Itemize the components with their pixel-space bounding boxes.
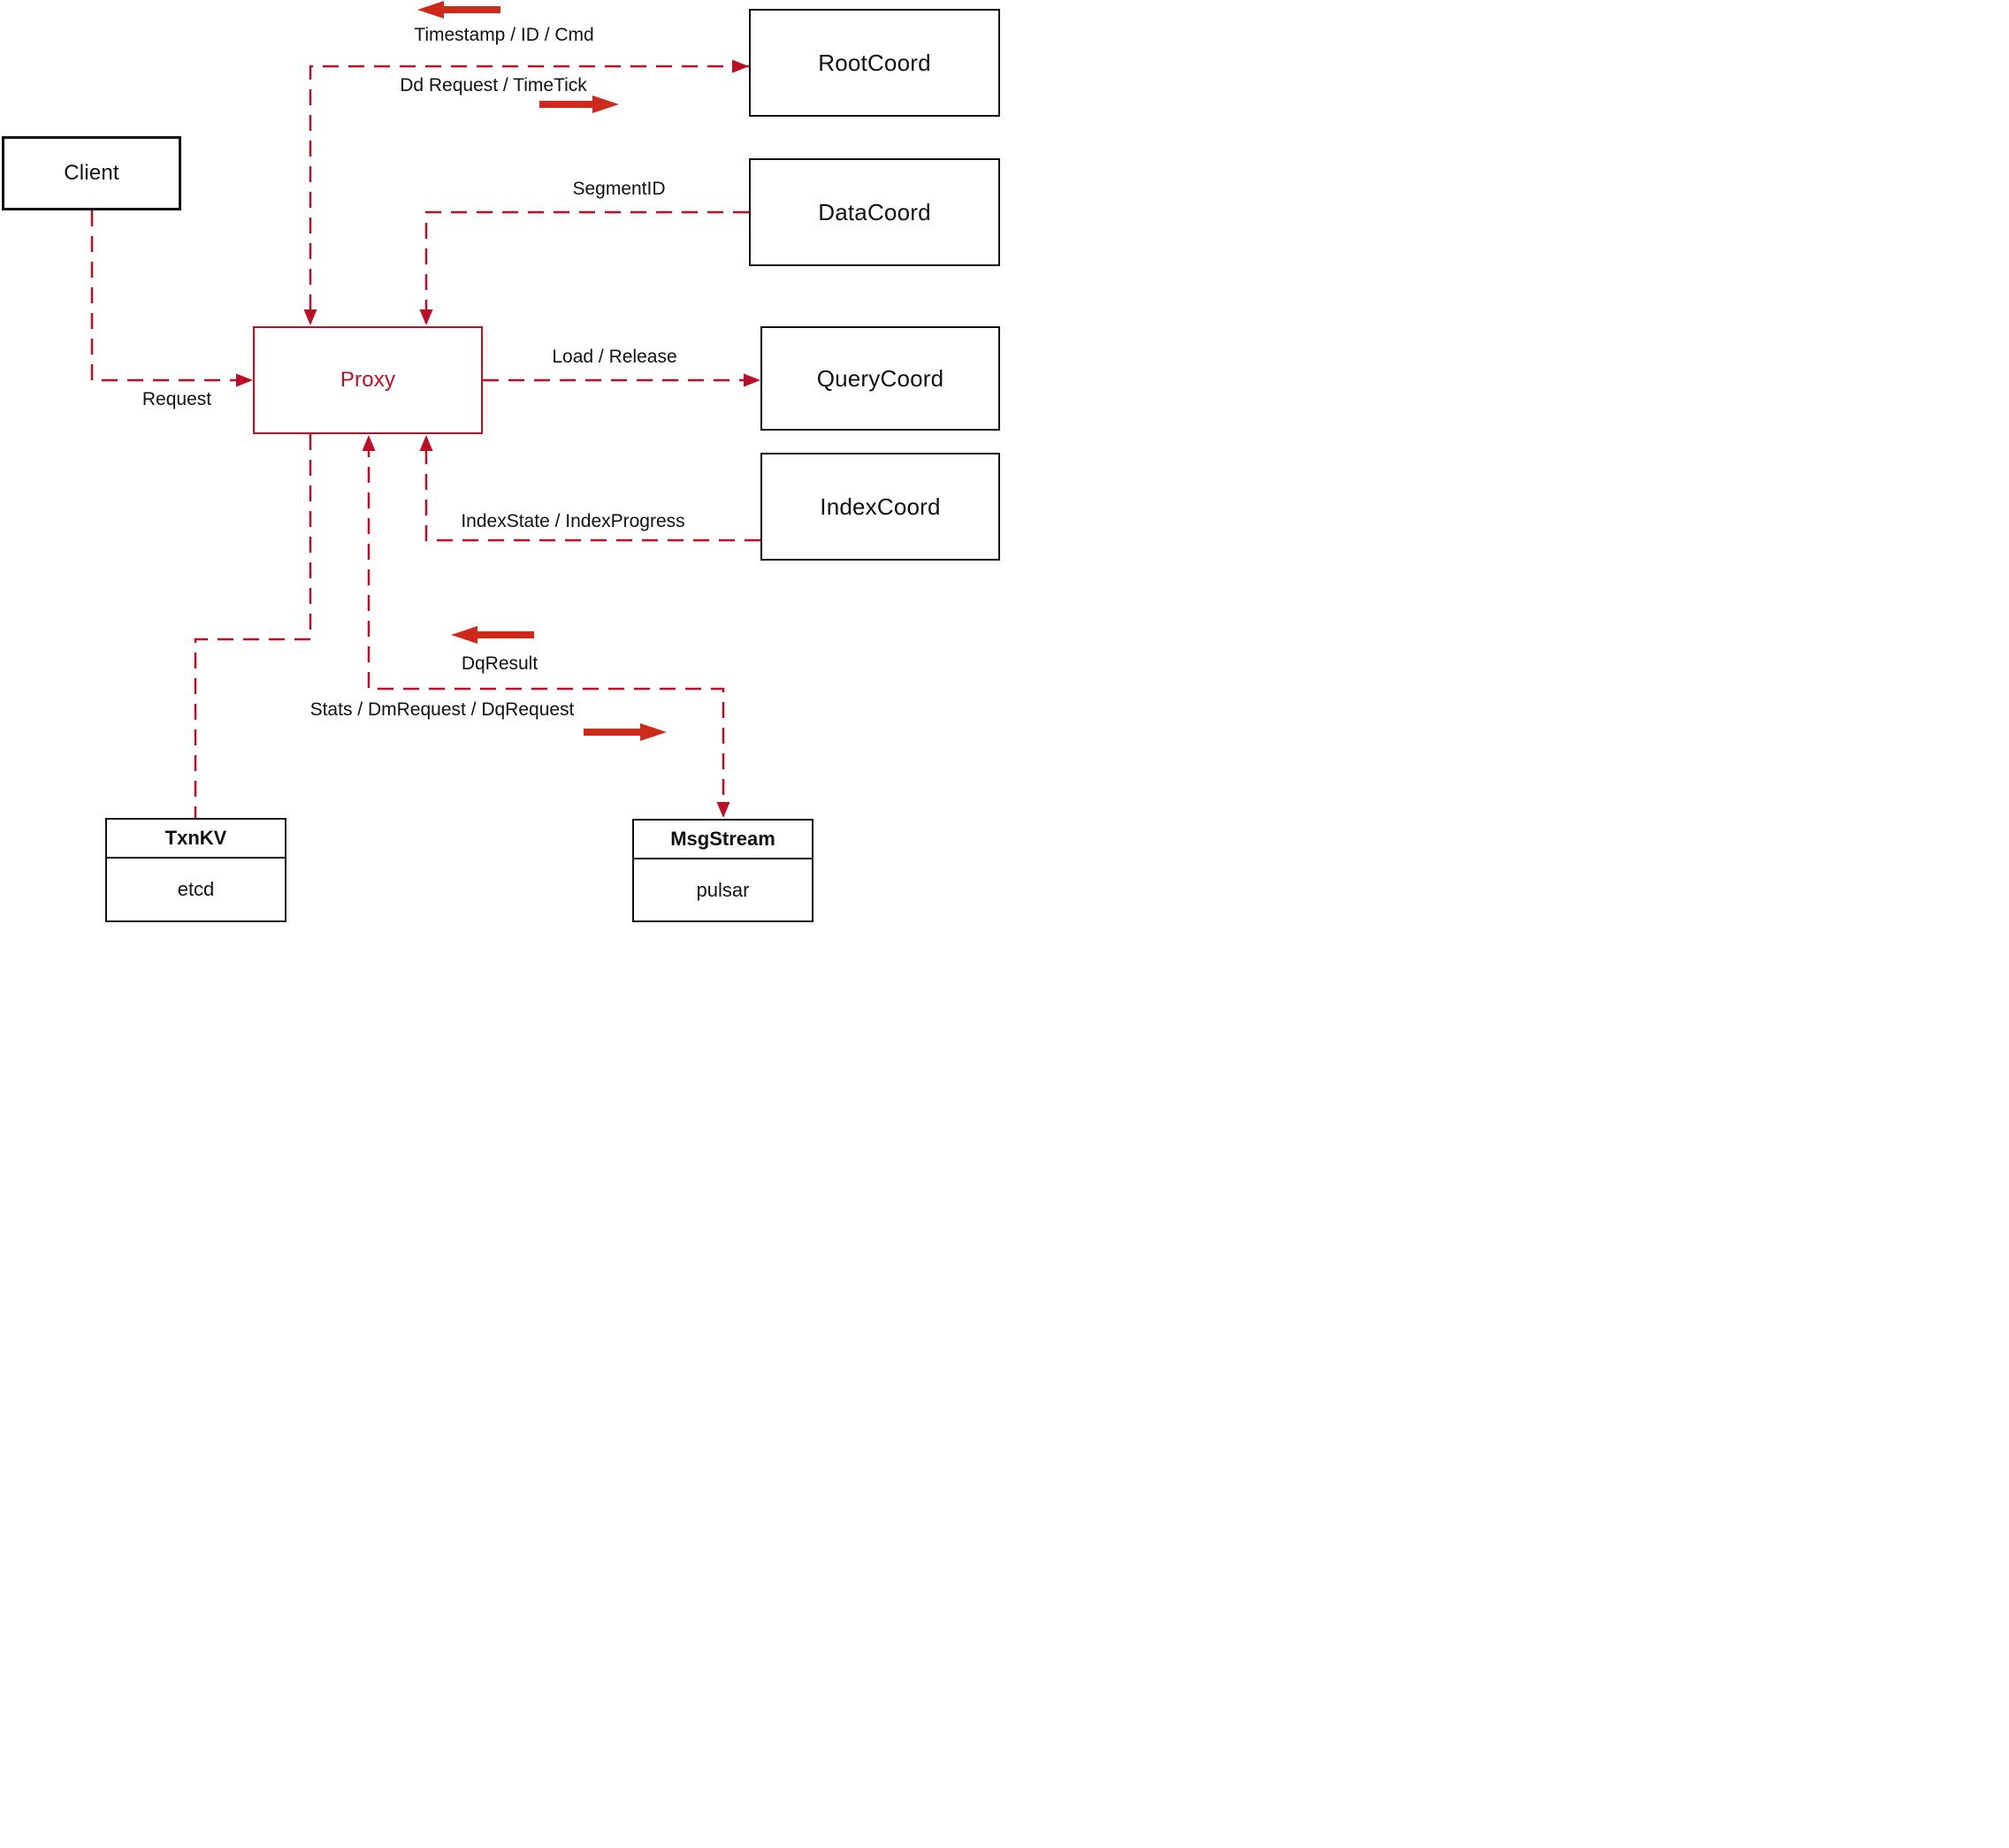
indexcoord-label: IndexCoord: [820, 493, 941, 520]
edge-label-request: Request: [141, 389, 212, 409]
edge-label-load-release: Load / Release: [552, 347, 677, 367]
arrowhead-into-proxy-left: [236, 373, 253, 387]
edge-label-timestamp: Timestamp / ID / Cmd: [414, 25, 594, 45]
direction-arrow-stats-right: [584, 723, 667, 741]
proxy-label: Proxy: [340, 368, 396, 392]
arrowhead-into-msgstream: [716, 802, 730, 818]
proxy-node: Proxy: [253, 326, 483, 434]
arrowhead-into-proxy-top-left: [303, 309, 317, 325]
querycoord-node: QueryCoord: [760, 326, 1000, 431]
indexcoord-node: IndexCoord: [760, 453, 1000, 561]
connector-layer: [90, 1, 760, 818]
txnkv-body: etcd: [177, 878, 215, 900]
msgstream-node: MsgStream pulsar: [632, 819, 814, 922]
txnkv-node: TxnKV etcd: [105, 818, 286, 922]
edge-proxy-txnkv-path: [194, 434, 312, 818]
direction-arrow-dqresult-left: [451, 626, 534, 644]
arrowhead-into-proxy-top-right: [419, 309, 433, 325]
edge-label-segment-id: SegmentID: [572, 179, 666, 199]
edge-label-index-state: IndexState / IndexProgress: [461, 511, 685, 531]
datacoord-label: DataCoord: [818, 198, 931, 225]
edge-datacoord-proxy-path: [424, 210, 749, 319]
direction-arrow-ddrequest-right: [539, 95, 619, 113]
msgstream-header: MsgStream: [634, 821, 812, 859]
txnkv-header: TxnKV: [107, 820, 285, 859]
edge-indexcoord-proxy-path: [424, 441, 760, 542]
arrowhead-into-querycoord: [744, 373, 760, 387]
edge-rootcoord-proxy-path: [309, 65, 749, 319]
edge-proxy-msgstream-path: [367, 441, 725, 811]
edge-client-proxy-path: [90, 210, 246, 382]
rootcoord-label: RootCoord: [818, 49, 931, 76]
architecture-diagram: Client RootCoord DataCoord QueryCoord In…: [0, 0, 1004, 924]
arrowhead-into-rootcoord: [732, 59, 749, 73]
msgstream-body: pulsar: [696, 878, 750, 901]
edge-label-stats: Stats / DmRequest / DqRequest: [309, 699, 575, 720]
datacoord-node: DataCoord: [749, 158, 1000, 266]
querycoord-label: QueryCoord: [816, 364, 944, 392]
edge-label-dq-result: DqResult: [461, 653, 539, 674]
arrowhead-into-proxy-bottom-mid: [362, 435, 376, 451]
client-node: Client: [2, 136, 181, 210]
rootcoord-node: RootCoord: [749, 9, 1000, 117]
direction-arrow-timestamp-left: [417, 1, 500, 19]
edge-label-dd-request: Dd Request / TimeTick: [400, 75, 587, 95]
client-label: Client: [64, 161, 119, 185]
arrowhead-into-proxy-bottom-right: [419, 435, 433, 451]
